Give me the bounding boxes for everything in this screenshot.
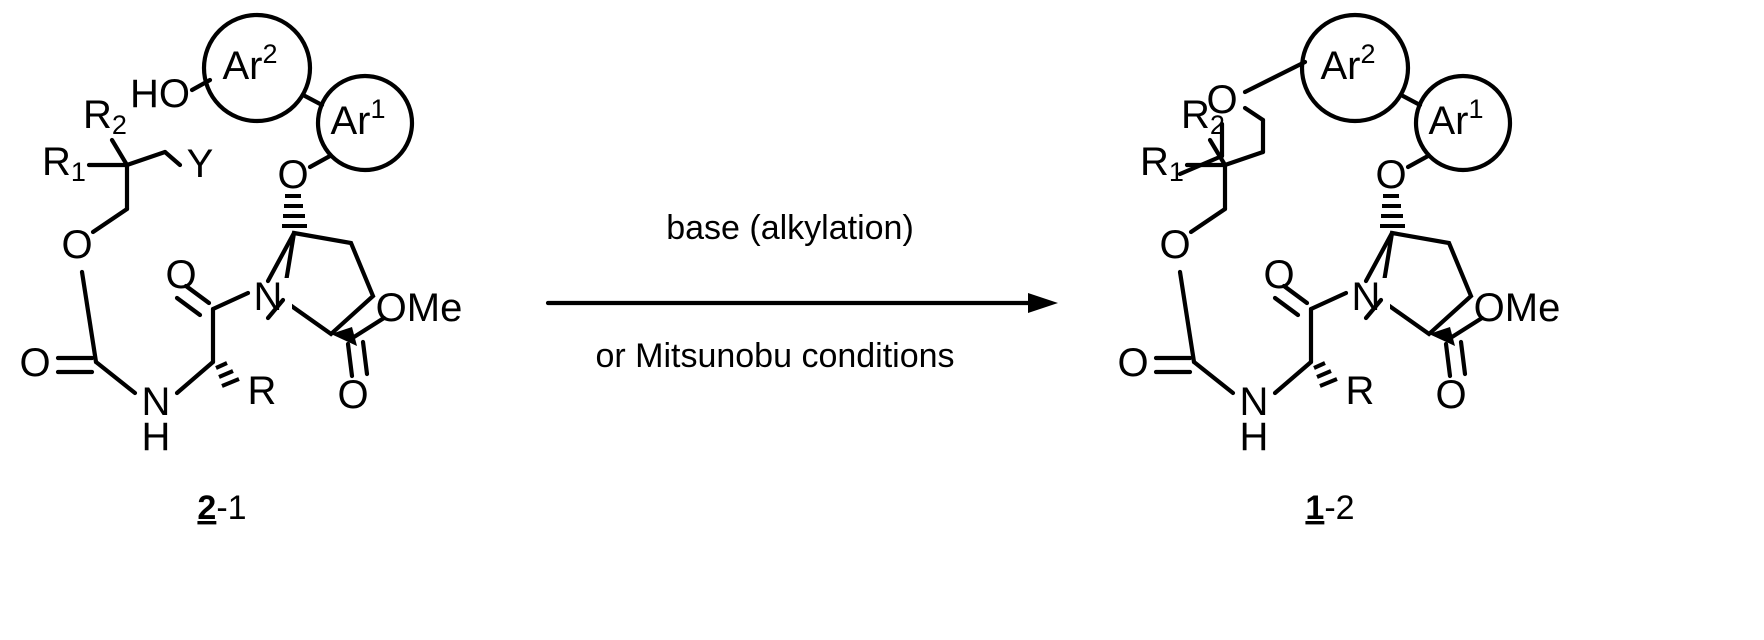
product-alpha-substituent-r: R <box>1346 369 1375 413</box>
product-bond-cq-ch2o <box>1222 149 1266 168</box>
aryl1-ring <box>315 73 415 173</box>
aryl-ether-oxygen: O <box>277 153 308 197</box>
product-amide-nitrogen: N <box>1240 380 1269 424</box>
product-bond-ester-co-1 <box>1443 341 1453 379</box>
macrocycle-ether-oxygen: O <box>1206 78 1237 122</box>
product-bond-aryl2-aryl1 <box>1400 93 1423 108</box>
bond-o-ch2 <box>90 206 130 235</box>
product-hash-wedge-alpha-r <box>1313 361 1338 388</box>
aryl2-ring <box>201 12 313 124</box>
product-bond-amide-co-2 <box>1272 295 1301 318</box>
bond-macro-o-aryl2 <box>1242 59 1308 95</box>
product-bond-o-ch2 <box>1188 206 1228 235</box>
aryl2-label: Ar2 <box>222 39 277 87</box>
alpha-substituent-r: R <box>248 369 277 413</box>
product-hash-wedge-o-c4 <box>1380 194 1405 228</box>
product-bond-ch2-o-link <box>1242 105 1266 123</box>
hydroxyl-label: HO <box>130 72 190 116</box>
reactant-compound-label: 2-1 <box>197 489 246 527</box>
product-bond-c5-n <box>1363 230 1395 284</box>
pyrrolidine-ring <box>280 230 376 337</box>
product-bond-n-c2a <box>1363 297 1384 321</box>
product-ester-methoxy-label: OMe <box>1474 286 1561 330</box>
product-aryl2-ring <box>1299 12 1411 124</box>
r2-label: R2 <box>83 93 127 141</box>
product-carbamate-oxygen: O <box>1159 223 1190 267</box>
wedge-c2-ester <box>331 327 357 346</box>
reaction-arrow-group: base (alkylation) or Mitsunobu condition… <box>545 209 1058 375</box>
bond-ho-aryl2 <box>189 77 213 93</box>
bond-amide-co-2 <box>174 295 203 318</box>
bond-ester-co-1 <box>345 341 355 379</box>
n-label-bg <box>246 278 292 318</box>
product-r1-label: R1 <box>1140 140 1184 188</box>
bond-amide-co-1 <box>183 283 212 306</box>
carbamate-oxygen: O <box>61 223 92 267</box>
product-compound-label: 1-2 <box>1305 489 1354 527</box>
amide-nh-hydrogen: H <box>142 415 171 459</box>
product-bond-nh-carbamate-c <box>1191 359 1236 396</box>
arrow-condition-top: base (alkylation) <box>666 209 914 247</box>
product-bond-carbamate-c-o <box>1177 269 1197 365</box>
bond-alpha-nh <box>174 359 216 396</box>
aryl1-label: Ar1 <box>330 94 385 142</box>
bond-ester-c-ome <box>351 315 387 340</box>
product-amide-nh-hydrogen: H <box>1240 415 1269 459</box>
bond-cq-r2 <box>109 137 130 168</box>
hash-wedge-alpha-r <box>215 361 240 388</box>
product-bond-cq-r2 <box>1207 137 1228 168</box>
ester-methoxy-label: OMe <box>376 286 463 330</box>
product-structure: Ar2 Ar1 O O <box>1117 12 1561 527</box>
product-pyrrolidine-ring <box>1378 230 1474 337</box>
carbamate-carbonyl-oxygen: O <box>19 341 50 385</box>
product-bond-alpha-nh <box>1272 359 1314 396</box>
amide-carbonyl-oxygen: O <box>165 253 196 297</box>
bond-carbamate-c-o <box>79 269 99 365</box>
bond-amide-c-n <box>210 290 251 312</box>
product-bond-ester-co-2 <box>1458 339 1468 377</box>
bond-cq-ch2y-2 <box>162 149 183 168</box>
amide-nitrogen: N <box>142 380 171 424</box>
product-n-label-bg <box>1344 278 1390 318</box>
bond-cq-ch2y-1 <box>124 149 168 168</box>
bond-aryl2-aryl1 <box>302 93 325 108</box>
leaving-group-y: Y <box>187 142 214 186</box>
reaction-arrow-head <box>1028 293 1058 313</box>
ester-carbonyl-oxygen: O <box>337 373 368 417</box>
bond-ester-co-2 <box>360 339 370 377</box>
bond-n-c2a <box>265 297 286 321</box>
hash-wedge-o-c4 <box>282 194 307 228</box>
arrow-condition-bottom: or Mitsunobu conditions <box>595 337 954 375</box>
bond-nh-carbamate-c <box>93 359 138 396</box>
product-amide-carbonyl-oxygen: O <box>1263 253 1294 297</box>
product-aryl1-label: Ar1 <box>1428 94 1483 142</box>
bond-o-aryl1 <box>307 153 333 170</box>
product-ester-carbonyl-oxygen: O <box>1435 373 1466 417</box>
product-r2-label: R2 <box>1181 93 1225 141</box>
product-wedge-c2-ester <box>1429 327 1455 346</box>
product-bond-o-aryl1 <box>1405 153 1431 170</box>
r1-label: R1 <box>42 140 86 188</box>
reactant-structure: Ar2 Ar1 HO O <box>19 12 463 527</box>
product-bond-amide-c-n <box>1308 290 1349 312</box>
product-carbamate-carbonyl-oxygen: O <box>1117 341 1148 385</box>
bond-c5-n <box>265 230 297 284</box>
product-bond-ester-c-ome <box>1449 315 1485 340</box>
product-aryl2-label: Ar2 <box>1320 39 1375 87</box>
product-aryl1-ring <box>1413 73 1513 173</box>
product-aryl-ether-oxygen: O <box>1375 153 1406 197</box>
product-bond-amide-co-1 <box>1281 283 1310 306</box>
